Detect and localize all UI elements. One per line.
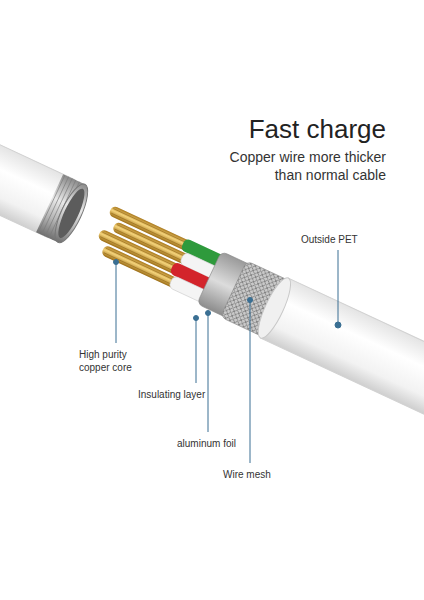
leader-line [208, 313, 209, 432]
tube-inside [54, 186, 90, 241]
part-label: aluminum foil [176, 437, 237, 450]
leader-line [196, 318, 197, 383]
leader-dot [335, 322, 341, 328]
part-label: Insulating layer [137, 388, 206, 401]
subtitle: Copper wire more thicker than normal cab… [204, 148, 386, 184]
leader-line [250, 300, 251, 463]
tube-opening [49, 180, 94, 246]
leader-line [338, 250, 339, 325]
cable [0, 92, 424, 473]
jacket-end [252, 274, 296, 341]
leader-dot [194, 316, 199, 321]
leader-line [116, 262, 117, 343]
leader-dot [206, 311, 211, 316]
title: Fast charge [249, 114, 386, 145]
part-label: Outside PET [300, 233, 359, 246]
part-label: High purity copper core [78, 348, 160, 374]
leader-dot [114, 260, 119, 265]
part-label: Wire mesh [222, 468, 272, 481]
leader-dot [248, 298, 253, 303]
